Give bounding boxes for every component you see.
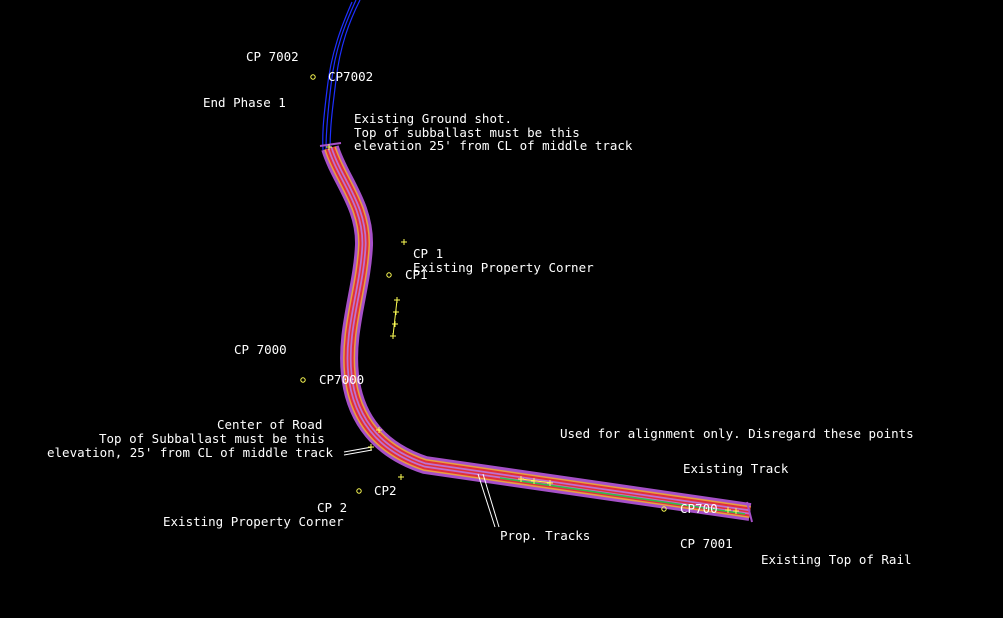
end-phase-label: End Phase 1 (203, 95, 286, 110)
cp2-marker (356, 488, 362, 494)
cp7000-marker (300, 377, 306, 383)
control-point-markers (300, 74, 667, 512)
ground-shot-line-2: Top of subballast must be this (354, 125, 580, 140)
road-line-2: Top of Subballast must be this (99, 431, 325, 446)
cp7000-name: CP 7000 (234, 342, 287, 357)
ground-shot-line-1: Existing Ground shot. (354, 111, 512, 126)
leader-lines (343, 446, 500, 528)
blue-centerline (322, 0, 361, 151)
cp7000-point: CP7000 (319, 372, 364, 387)
cp2-desc: Existing Property Corner (163, 514, 344, 529)
road-line-3: elevation, 25' from CL of middle track (47, 445, 333, 460)
road-line-1: Center of Road (217, 417, 322, 432)
top-of-rail-label: Existing Top of Rail (761, 552, 912, 567)
cp7002-name: CP 7002 (246, 49, 299, 64)
prop-tracks-label: Prop. Tracks (500, 528, 590, 543)
drawing-labels: CP 7002 CP7002 End Phase 1 Existing Grou… (47, 49, 914, 567)
existing-track-label: Existing Track (683, 461, 789, 476)
cp1-name: CP 1 (413, 246, 443, 261)
cp7002-point: CP7002 (328, 69, 373, 84)
cp1-marker (386, 272, 392, 278)
cp700-point: CP700 (680, 501, 718, 516)
survey-cross-markers (326, 144, 739, 514)
cp7001-name: CP 7001 (680, 536, 733, 551)
existing-track-line (499, 477, 746, 515)
alignment-note: Used for alignment only. Disregard these… (560, 426, 914, 441)
cp2-point: CP2 (374, 483, 397, 498)
cp700-marker (661, 506, 667, 512)
cp1-point: CP1 (405, 267, 428, 282)
cp2-name: CP 2 (317, 500, 347, 515)
proposed-track-corridor (319, 142, 753, 523)
ground-shot-line-3: elevation 25' from CL of middle track (354, 138, 633, 153)
cp7002-marker (310, 74, 316, 80)
cp1-desc: Existing Property Corner (413, 260, 594, 275)
